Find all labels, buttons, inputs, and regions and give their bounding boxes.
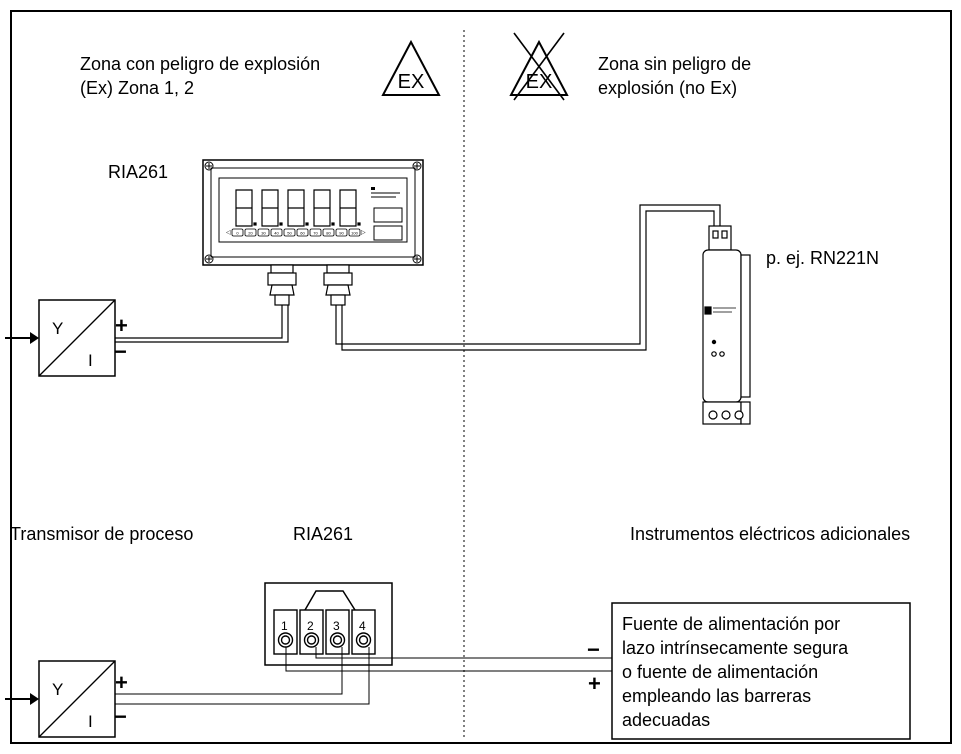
transmitter-bottom-y-label: Y xyxy=(52,680,63,699)
scale-cell xyxy=(335,228,348,237)
ex-zone-label-line2: (Ex) Zona 1, 2 xyxy=(80,78,195,98)
power-text-line2: lazo intrínsecamente segura xyxy=(622,638,849,658)
scale-cell-label: 70 xyxy=(313,231,318,236)
terminal-2-label: 2 xyxy=(307,619,314,633)
scale-cell-label: 0 xyxy=(236,231,239,236)
scale-cell xyxy=(231,228,244,237)
transmitter-bottom-plus: + xyxy=(115,670,128,695)
scale-cell xyxy=(244,228,257,237)
frame xyxy=(10,10,952,744)
terminal-1-label: 1 xyxy=(281,619,288,633)
transmitter-top-i-label: I xyxy=(88,351,93,370)
scale-cell-label: 40 xyxy=(274,231,279,236)
terminal-3-label: 3 xyxy=(333,619,340,633)
scale-cell xyxy=(270,228,283,237)
scale-cell-label: 20 xyxy=(248,231,253,236)
power-text-line5: adecuadas xyxy=(622,710,711,730)
transmitter-bottom xyxy=(5,660,116,738)
scale-cell-label: 80 xyxy=(326,231,331,236)
svg-text:◁: ◁ xyxy=(226,230,231,236)
transmitter-label: Transmisor de proceso xyxy=(10,524,194,544)
digit-display xyxy=(235,189,361,227)
ria261-terminal-block: 1 2 3 4 xyxy=(264,582,393,666)
bottom-wiring xyxy=(115,647,612,705)
scale-cell-label: 100 xyxy=(351,231,358,236)
non-ex-symbol-text: EX xyxy=(526,71,553,93)
scale-cell xyxy=(283,228,296,237)
non-ex-crossed-icon: EX xyxy=(509,32,569,101)
ex-warning-icon: EX xyxy=(381,39,441,96)
rn221n-barrier xyxy=(702,225,751,425)
transmitter-top-y-label: Y xyxy=(52,319,63,338)
power-text-line1: Fuente de alimentación por xyxy=(622,614,841,634)
non-ex-zone-label-line1: Zona sin peligro de xyxy=(598,54,752,74)
ex-zone-label-line1: Zona con peligro de explosión xyxy=(80,54,321,74)
scale-cell xyxy=(296,228,309,237)
power-minus: − xyxy=(587,637,600,662)
transmitter-top-plus: + xyxy=(115,313,128,338)
scale-cell xyxy=(309,228,322,237)
top-wiring xyxy=(115,204,721,351)
ex-symbol-text: EX xyxy=(398,71,425,93)
scale-cell-label: 50 xyxy=(287,231,292,236)
cable-glands xyxy=(267,264,353,306)
transmitter-top-minus: − xyxy=(114,339,127,364)
transmitter-top xyxy=(5,299,116,377)
transmitter-bottom-i-label: I xyxy=(88,712,93,731)
barrier-label: p. ej. RN221N xyxy=(766,248,880,268)
scale-cell xyxy=(257,228,270,237)
transmitter-bottom-minus: − xyxy=(114,704,127,729)
scale-cell-label: 90 xyxy=(339,231,344,236)
power-plus: + xyxy=(588,671,601,696)
svg-text:▷: ▷ xyxy=(361,230,366,236)
scale-cell xyxy=(348,228,361,237)
terminal-4-label: 4 xyxy=(359,619,366,633)
power-text-line3: o fuente de alimentación xyxy=(622,662,819,682)
non-ex-zone-label-line2: explosión (no Ex) xyxy=(598,78,738,98)
ria261-top-device: ◁ ▷ 0 20 30 40 50 60 70 80 90 100 xyxy=(202,159,424,306)
power-text-line4: empleando las barreras xyxy=(622,686,812,706)
bargraph-scale: ◁ ▷ 0 20 30 40 50 60 70 80 90 100 xyxy=(226,228,366,237)
ria261-bottom-label: RIA261 xyxy=(293,524,354,544)
power-supply-box xyxy=(611,602,911,740)
scale-cell-label: 60 xyxy=(300,231,305,236)
scale-cell xyxy=(322,228,335,237)
instruments-label: Instrumentos eléctricos adicionales xyxy=(630,524,911,544)
scale-cell-label: 30 xyxy=(261,231,266,236)
ria261-top-label: RIA261 xyxy=(108,162,169,182)
